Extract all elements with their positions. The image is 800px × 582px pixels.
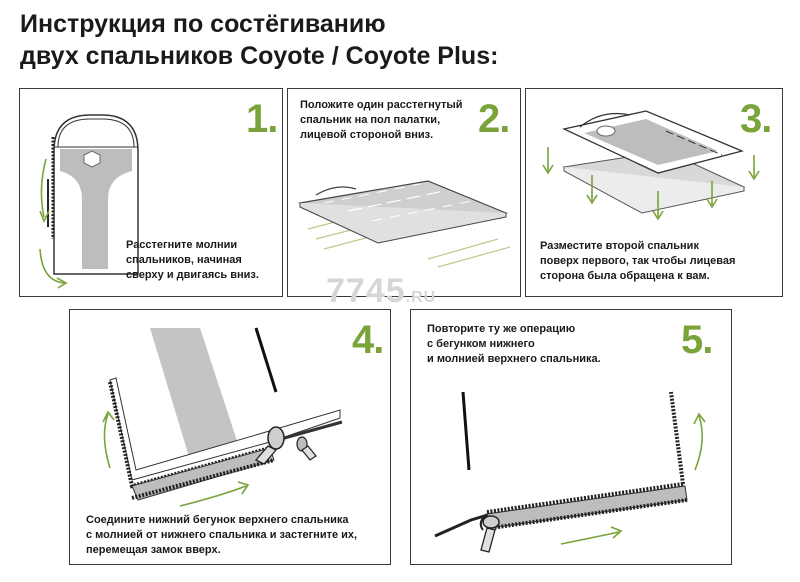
stacking-bags-illustration	[542, 110, 760, 221]
title-line-1: Инструкция по состёгиванию	[20, 10, 386, 38]
step-1-number: 1.	[246, 97, 278, 141]
step-3-caption: Разместите второй спальник поверх первог…	[540, 240, 736, 282]
site-watermark: 7745.RU	[326, 272, 437, 310]
bag-on-floor-illustration	[297, 180, 511, 268]
repeat-zip-illustration	[434, 391, 706, 553]
step-4-caption: Соедините нижний бегунок верхнего спальн…	[86, 514, 358, 556]
step-2-number: 2.	[478, 97, 510, 141]
step-1-panel: 1. Расстегните молнии спальников, начина…	[19, 88, 283, 297]
step-2-caption: Положите один расстегнутый спальник на п…	[300, 99, 463, 141]
step-1-caption: Расстегните молнии спальников, начиная с…	[126, 239, 259, 281]
sleeping-bag-unzip-illustration	[39, 114, 139, 289]
step-3-panel: 3. Разместите второй спальник поверх пер…	[525, 88, 783, 297]
step-5-number: 5.	[681, 318, 713, 362]
step-4-panel: 4. Соедините нижний бегунок верхнего спа…	[69, 309, 391, 565]
zip-together-illustration	[102, 327, 343, 507]
step-5-caption: Повторите ту же операцию с бегунком нижн…	[427, 323, 601, 365]
step-2-panel: 2. Положите один расстегнутый спальник н…	[287, 88, 521, 297]
title-line-2: двух спальников Coyote / Coyote Plus:	[20, 42, 499, 70]
page-title: Инструкция по состёгиванию двух спальник…	[20, 8, 498, 72]
step-4-number: 4.	[352, 318, 384, 362]
step-5-panel: 5. Повторите ту же операцию с бегунком н…	[410, 309, 732, 565]
step-3-number: 3.	[740, 97, 772, 141]
